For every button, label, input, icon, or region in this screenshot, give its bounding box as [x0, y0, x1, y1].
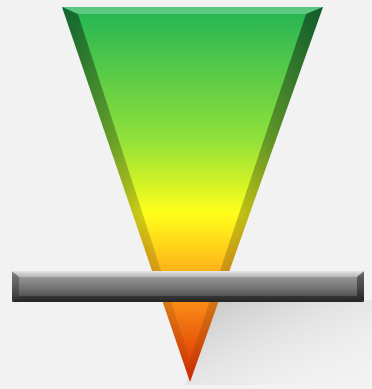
horizontal-bar [12, 271, 364, 302]
funnel-top-bevel [62, 7, 323, 14]
